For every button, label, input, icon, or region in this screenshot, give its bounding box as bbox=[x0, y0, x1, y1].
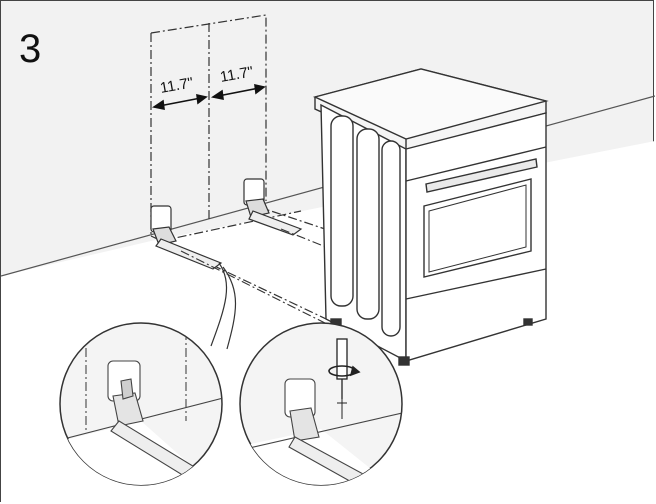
detail-circle-right bbox=[239, 322, 403, 486]
step-number: 3 bbox=[19, 27, 42, 71]
anti-tip-bracket-icon bbox=[243, 178, 303, 236]
screw-icon bbox=[337, 399, 347, 419]
alignment-lines bbox=[180, 228, 342, 332]
screwdriver-icon bbox=[336, 338, 348, 399]
dimension-arrow-right bbox=[210, 83, 266, 101]
freestanding-range-icon bbox=[312, 68, 549, 366]
dimension-arrow-left bbox=[151, 93, 208, 111]
anti-tip-bracket-icon bbox=[150, 205, 223, 270]
dimension-label-left: 11.7" bbox=[159, 74, 195, 97]
dimension-label-right: 11.7" bbox=[219, 63, 255, 86]
rotate-arrow-icon bbox=[328, 365, 361, 377]
callout-leaders bbox=[210, 262, 237, 350]
